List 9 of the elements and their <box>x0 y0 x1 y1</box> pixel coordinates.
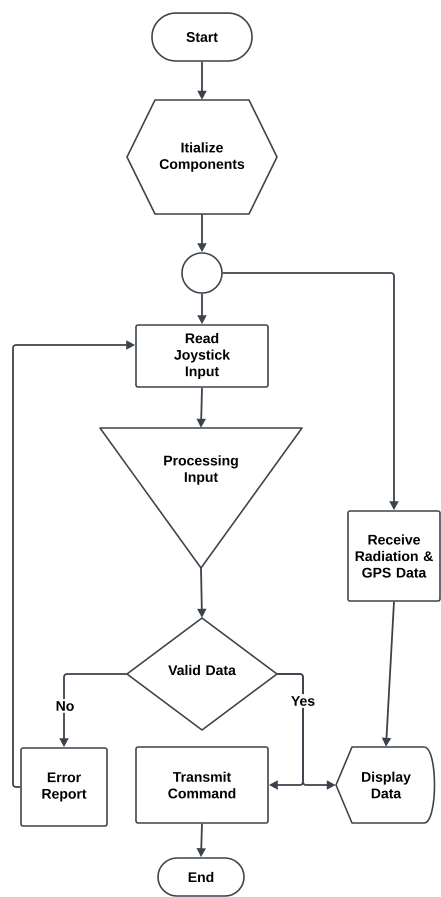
edge-label: No <box>54 699 76 713</box>
edge-label: Yes <box>288 694 318 708</box>
process-box: Read Joystick Input <box>135 324 269 388</box>
merge-triangle: Processing Input <box>99 427 303 569</box>
process-box: Transmit Command <box>135 746 269 824</box>
process-box: Receive Radiation & GPS Data <box>347 510 441 602</box>
preparation-hexagon: Itialize Components <box>126 99 278 215</box>
process-box: Error Report <box>20 747 108 827</box>
connector-circle <box>181 252 223 294</box>
